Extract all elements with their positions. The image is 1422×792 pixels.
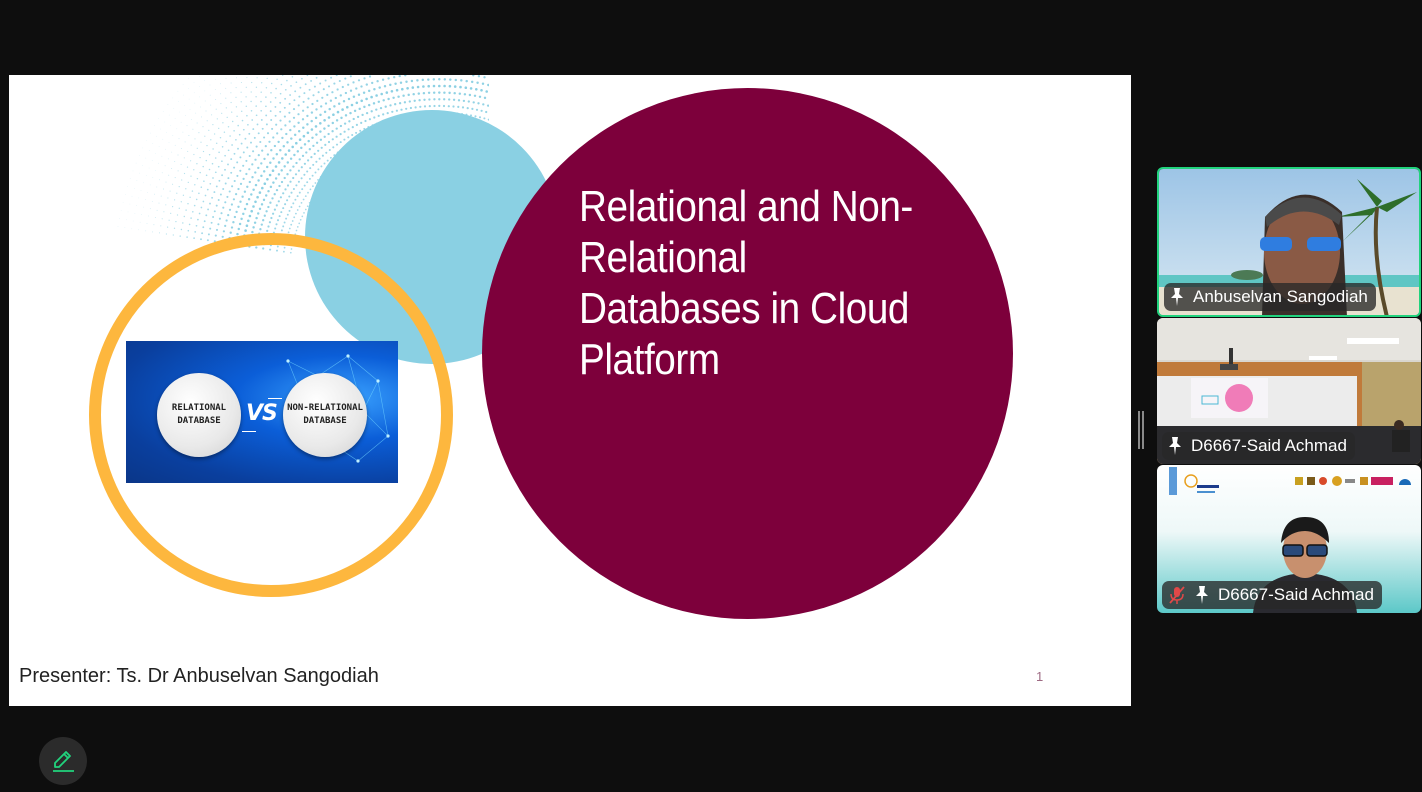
panel-resize-handle[interactable]: [1138, 411, 1144, 449]
pin-icon: [1171, 288, 1183, 306]
vs-label: VS: [246, 401, 278, 426]
participant-name: Anbuselvan Sangodiah: [1193, 287, 1368, 306]
participant-name-tag: Anbuselvan Sangodiah: [1164, 283, 1376, 311]
non-relational-database-badge: NON-RELATIONAL DATABASE: [283, 373, 367, 457]
participant-video-tile[interactable]: Anbuselvan Sangodiah: [1157, 167, 1421, 317]
participant-name-tag: D6667-Said Achmad: [1162, 432, 1355, 460]
participant-name-tag: D6667-Said Achmad: [1162, 581, 1382, 609]
slide-page-number: 1: [1036, 669, 1044, 684]
presenter-caption: Presenter: Ts. Dr Anbuselvan Sangodiah: [19, 665, 379, 687]
annotate-button[interactable]: [39, 737, 87, 785]
vs-overline: [268, 398, 282, 399]
maroon-circle-decoration: [482, 88, 1013, 619]
participant-name: D6667-Said Achmad: [1191, 436, 1347, 455]
participant-name: D6667-Said Achmad: [1218, 585, 1374, 604]
non-relational-label-line1: NON-RELATIONAL: [287, 403, 363, 413]
vs-underline: [242, 431, 256, 432]
participant-video-tile[interactable]: D6667-Said Achmad: [1157, 318, 1421, 464]
relational-label-line2: DATABASE: [177, 416, 221, 426]
relational-database-badge: RELATIONAL DATABASE: [157, 373, 241, 457]
relational-vs-nonrelational-image: RELATIONAL DATABASE VS NON-RELATIONAL DATA…: [126, 341, 398, 483]
pencil-icon: [53, 751, 74, 772]
pin-icon: [1196, 586, 1208, 604]
slide-title: Relational and Non-Relational Databases …: [579, 182, 913, 384]
shared-slide: RELATIONAL DATABASE VS NON-RELATIONAL DATA…: [9, 75, 1131, 706]
non-relational-label-line2: DATABASE: [303, 416, 347, 426]
relational-label-line1: RELATIONAL: [171, 403, 227, 413]
pin-icon: [1169, 437, 1181, 455]
participant-video-tile[interactable]: D6667-Said Achmad: [1157, 465, 1421, 613]
microphone-muted-icon: [1169, 586, 1185, 604]
